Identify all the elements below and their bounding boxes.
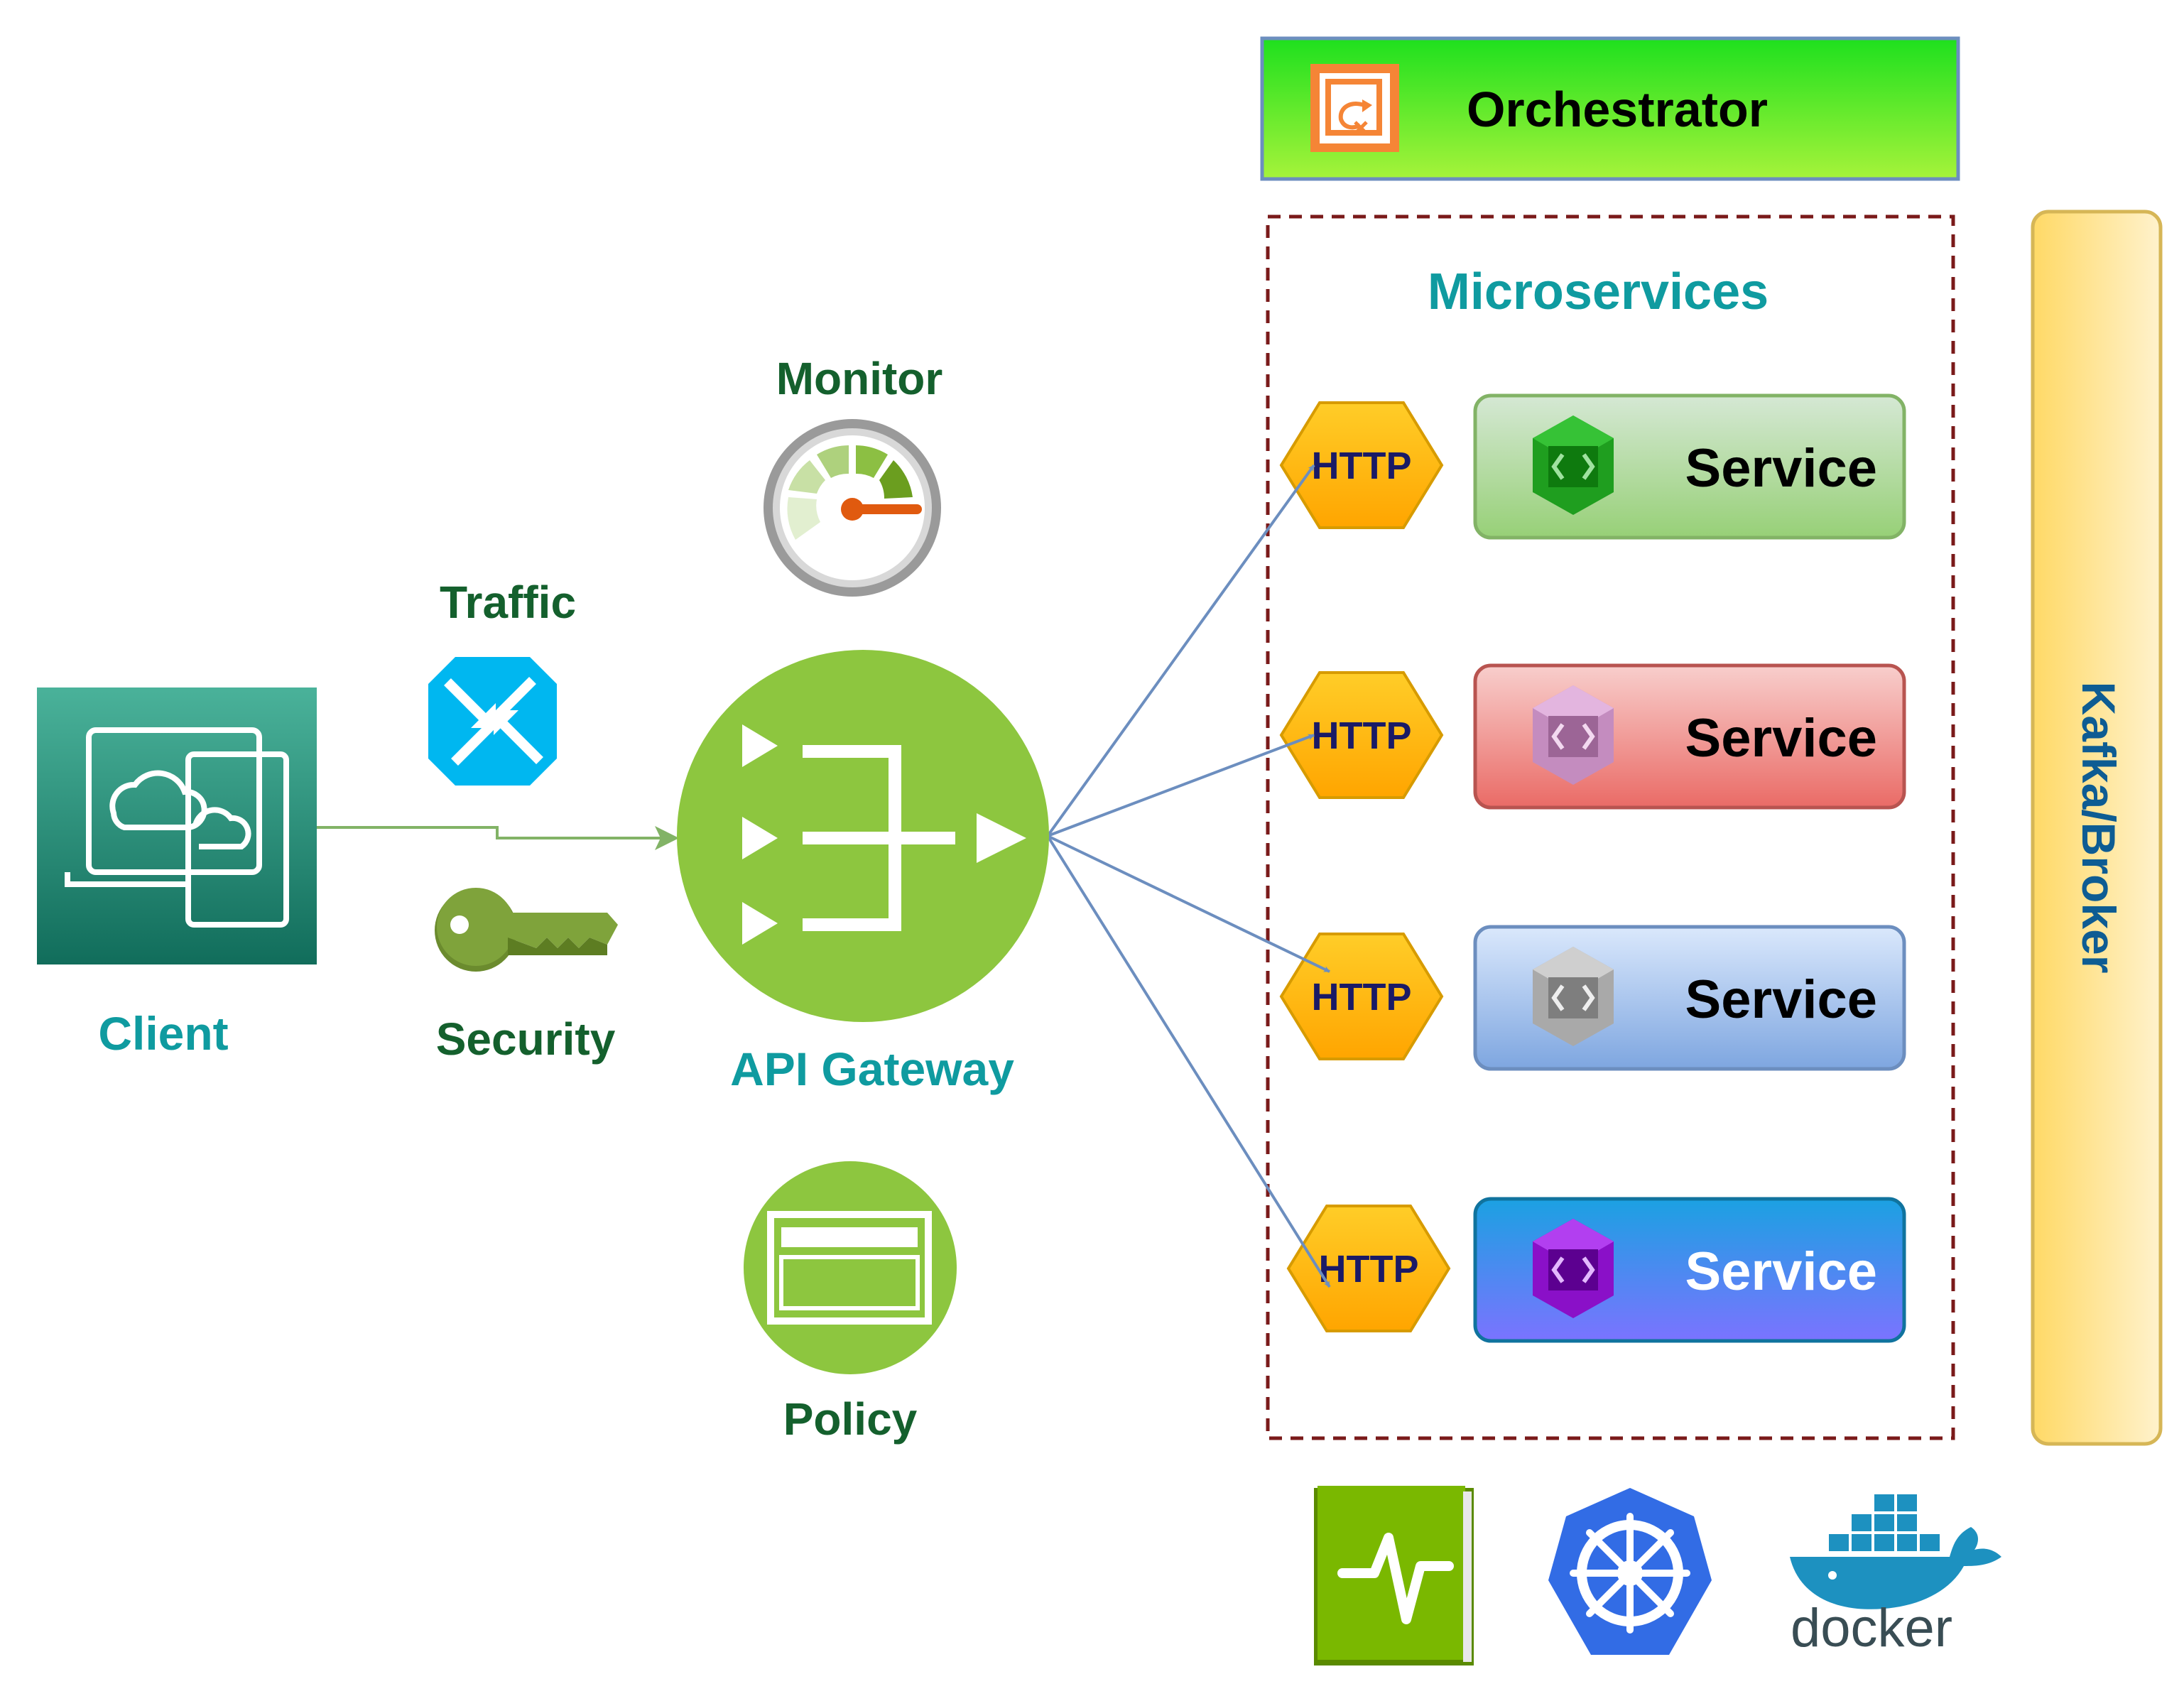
service-label: Service [1685,969,1877,1030]
gauge-icon [764,419,941,597]
http-endpoint [1279,933,1444,1060]
service-label: Service [1685,708,1877,768]
policy-document-icon [767,1211,932,1325]
health-book-icon [1314,1486,1474,1665]
service-row: Service HTTP [1279,393,1906,540]
service-row: Service HTTP [1286,1197,1906,1343]
security-label: Security [436,1013,616,1065]
service-row: Service HTTP [1279,925,1906,1071]
http-endpoint [1286,1205,1451,1332]
connector-arrow [1046,835,1331,1288]
traffic-arrows-icon [428,657,557,786]
service-cube-icon [1533,415,1614,515]
orchestrator-icon [1310,64,1399,152]
monitor-label: Monitor [776,353,943,404]
api-gateway-label: API Gateway [730,1043,1014,1095]
monitor-node: Monitor [764,353,942,597]
client-link-arrowhead [655,826,679,850]
http-endpoint [1279,671,1444,799]
http-label: HTTP [1312,445,1412,487]
microservices-container [1266,214,1955,1440]
docker-whale-icon: docker [1790,1494,2001,1658]
service-cube-icon [1533,1219,1614,1318]
service-row: Service HTTP [1279,663,1906,810]
traffic-node: Traffic [428,577,576,786]
microservices-title: Microservices [1428,263,1769,320]
orchestrator-bar: Orchestrator [1260,36,1960,181]
security-node: Security [435,888,618,1065]
connector-arrow [1047,835,1330,973]
service-cube-icon [1533,685,1614,785]
client-label: Client [98,1007,228,1060]
service-cube-icon [1533,947,1614,1046]
http-label: HTTP [1312,714,1412,757]
http-label: HTTP [1319,1248,1419,1290]
traffic-label: Traffic [440,577,576,628]
connector-arrow [1046,464,1315,837]
service-label: Service [1685,1241,1877,1302]
merge-arrows-icon [742,724,1026,945]
connector-arrow [1047,734,1315,837]
kubernetes-icon [1548,1488,1712,1655]
client-link [317,826,675,839]
policy-node: Policy [744,1161,957,1445]
http-endpoint [1279,401,1444,529]
service-label: Service [1685,438,1877,499]
client-node: Client [37,688,317,1060]
orchestrator-label: Orchestrator [1467,82,1768,137]
kafka-broker-bar: Kafka/Broker [2031,210,2163,1446]
gateway-connectors [1046,464,1331,1288]
policy-label: Policy [783,1393,918,1445]
docker-wordmark: docker [1791,1598,1952,1658]
http-label: HTTP [1312,976,1412,1018]
api-gateway-node: API Gateway [677,650,1049,1095]
kafka-broker-label: Kafka/Broker [2072,682,2125,974]
key-icon [435,888,618,972]
